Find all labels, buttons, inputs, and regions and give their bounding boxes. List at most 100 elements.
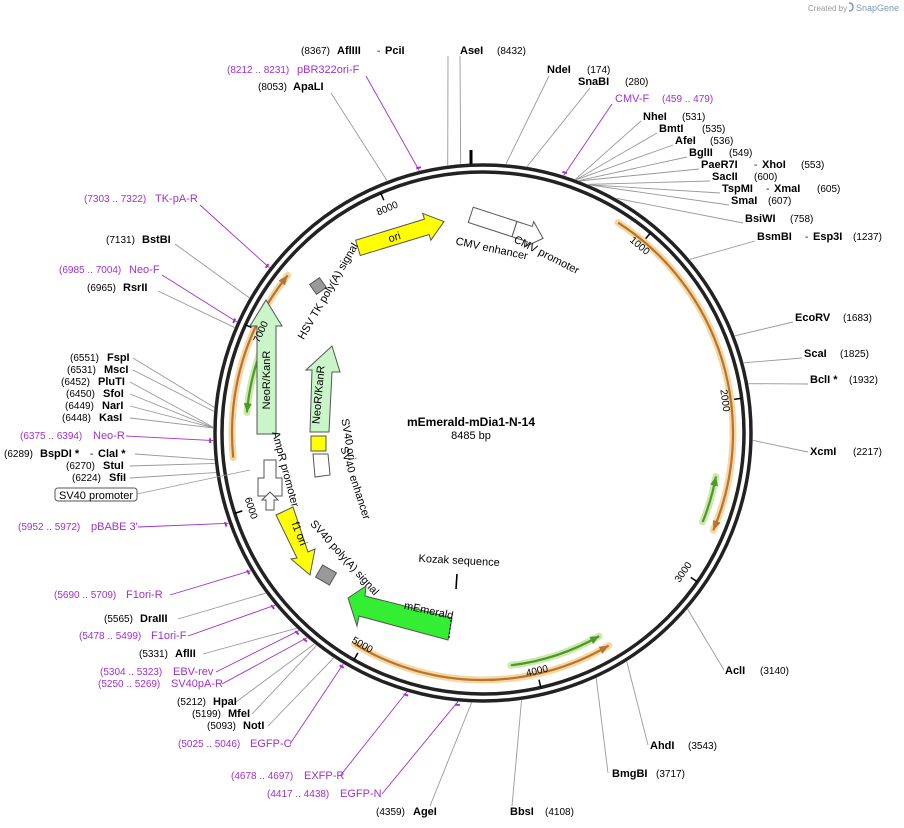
tkpaR-name: TK-pA-R [155, 193, 198, 205]
mfeI-pos: (5199) [192, 709, 221, 720]
sv40paR-range: (5250 .. 5269) [98, 679, 160, 690]
sv40-promoter-leader [136, 469, 251, 495]
orf-arc-green-right-arrowhead [710, 476, 719, 487]
leader-line [526, 87, 591, 167]
ageI-name: AgeI [413, 806, 437, 818]
scaI-name: ScaI [804, 348, 827, 360]
tick-label-2000: 2000 [717, 389, 731, 413]
leader-line [129, 417, 214, 429]
credit-brand: SnapGene [856, 3, 899, 13]
tick-mark [538, 679, 542, 688]
bmtI-name: BmtI [659, 123, 683, 135]
aseI-pos: (8432) [497, 46, 526, 57]
bsiWI-name: BsiWI [745, 213, 776, 225]
aseI-name: AseI [460, 45, 483, 57]
tick-mark [690, 576, 698, 583]
pciI-name: PciI [385, 45, 405, 57]
neokanr-inner-label: NeoR/KanR [310, 365, 327, 425]
draIII-name: DraIII [140, 613, 168, 625]
tick-mark [380, 192, 385, 201]
bbsI-pos: (4108) [545, 807, 574, 818]
egfpN-range: (4417 .. 4438) [267, 789, 329, 800]
esp3I-name: Esp3I [813, 231, 842, 243]
tspMI-sep: - [766, 184, 769, 195]
backbone-inner-ring [220, 170, 746, 696]
snaBI-pos: (280) [625, 77, 648, 88]
hsv-tk-polya-box [308, 276, 328, 296]
ageI-pos: (4359) [376, 807, 405, 818]
fspI-name: FspI [107, 352, 130, 364]
kozak-mark [455, 573, 458, 590]
bsmBI-name: BsmBI [757, 231, 792, 243]
sfoI-name: SfoI [103, 388, 124, 400]
tick-label-3000: 3000 [673, 560, 695, 585]
ebvrev-name: EBV-rev [173, 666, 214, 678]
egfpC-range: (5025 .. 5046) [178, 739, 240, 750]
sv40-polya-box [314, 564, 338, 586]
ahdI-pos: (3543) [688, 741, 717, 752]
sfiI-name: SfiI [109, 472, 126, 484]
apaLI-pos: (8053) [258, 82, 287, 93]
leader-line [202, 627, 297, 655]
leader-line [381, 701, 459, 795]
sv40-polya-label: SV40 poly(A) signal [307, 518, 381, 598]
leader-line [289, 663, 344, 745]
leader-line [365, 75, 420, 171]
snaBI-name: SnaBI [578, 76, 609, 88]
f1-ori-feature: f1 ori [275, 506, 316, 576]
xcmI-pos: (2217) [853, 447, 882, 458]
smaI-pos: (607) [768, 196, 791, 207]
aclI-pos: (3140) [760, 666, 789, 677]
bbsI-name: BbsI [510, 806, 534, 818]
primer-site-mark [294, 630, 300, 636]
apaLI-name: ApaLI [293, 81, 324, 93]
bspDI-sep: - [90, 449, 93, 460]
tkpaR-range: (7303 .. 7322) [84, 194, 146, 205]
notI-name: NotI [243, 720, 264, 732]
narI-name: NarI [102, 400, 123, 412]
hpaI-pos: (5212) [177, 697, 206, 708]
sv40paR-name: SV40pA-R [171, 678, 223, 690]
f1oriR-name: F1ori-R [126, 589, 163, 601]
orf-arc-large-arrowhead [713, 519, 721, 531]
leader-line [687, 608, 725, 671]
paeR7I-sep: - [754, 160, 757, 171]
tick-mark [644, 232, 652, 240]
egfpC-name: EGFP-C [250, 738, 292, 750]
f1oriF-name: F1ori-F [151, 630, 187, 642]
aflIII-sep: - [377, 46, 380, 57]
smaI-name: SmaI [731, 195, 757, 207]
draIII-pos: (5565) [104, 614, 133, 625]
primer-site-mark [264, 263, 270, 269]
afeI-pos: (536) [710, 136, 733, 147]
leader-line [129, 405, 214, 429]
snapgene-logo-icon [848, 2, 854, 12]
leader-line [626, 661, 649, 746]
rsrII-pos: (6965) [87, 283, 116, 294]
exfpR-name: EXFP-R [304, 770, 344, 782]
leader-line [161, 274, 238, 323]
primer-site-mark [232, 318, 237, 324]
cmvF-name: CMV-F [615, 93, 650, 105]
sv40-ori-box [310, 435, 327, 452]
bstBI-name: BstBI [142, 234, 171, 246]
sv40-promoter-box [54, 487, 138, 502]
leader-line [199, 204, 270, 269]
leader-line [330, 92, 388, 181]
scaI-pos: (1825) [840, 349, 869, 360]
f1oriF-range: (5478 .. 5499) [79, 631, 141, 642]
aflIII-pciI-pos: (8367) [301, 46, 330, 57]
leader-line [132, 357, 215, 408]
leader-line [134, 453, 215, 461]
tick-label-6000: 6000 [242, 496, 259, 521]
leader-line [734, 321, 794, 337]
pluTI-name: PluTI [98, 376, 125, 388]
leader-line [251, 645, 317, 715]
leader-line [616, 197, 744, 224]
orf-arc-green-bottom-arrowhead [589, 636, 600, 644]
cmv-feature [467, 206, 544, 248]
sacII-name: SacII [712, 171, 738, 183]
nheI-pos: (531) [682, 112, 705, 123]
backbone-outer-ring [213, 163, 753, 703]
